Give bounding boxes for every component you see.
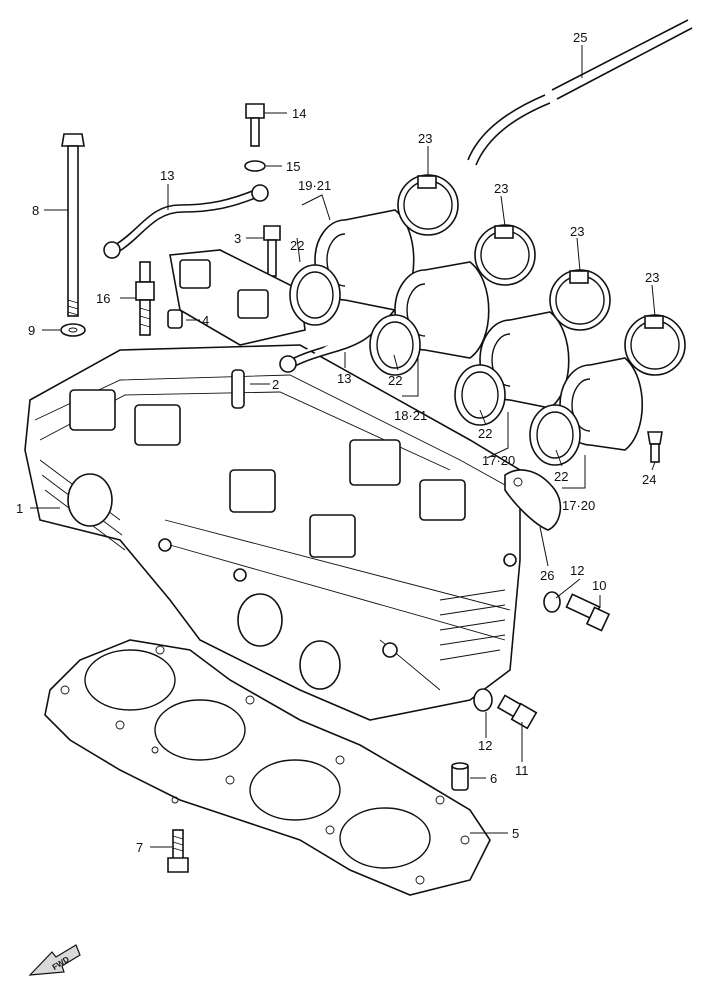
gasket-26 [504, 469, 562, 531]
clamp-23d [624, 314, 686, 376]
callout-19-21: 19·21 [298, 178, 331, 193]
dowel-2 [231, 369, 245, 409]
washer-15 [244, 160, 266, 172]
callout-13a: 13 [160, 168, 174, 183]
callout-12a: 12 [570, 563, 584, 578]
callout-9: 9 [28, 323, 35, 338]
o-ring-22b [369, 314, 421, 376]
cylinder-head [24, 344, 521, 721]
callout-14: 14 [292, 106, 306, 121]
callout-24: 24 [642, 472, 656, 487]
callout-23a: 23 [418, 131, 432, 146]
callout-2: 2 [272, 377, 279, 392]
bolt-10 [565, 593, 611, 632]
callout-4: 4 [202, 313, 209, 328]
clamp-23c [549, 269, 611, 331]
forward-arrow-icon [28, 944, 81, 976]
callout-17-20b: 17·20 [562, 498, 595, 513]
washer-12b [473, 688, 493, 712]
dowel-6 [451, 762, 469, 791]
dowel-4 [167, 309, 183, 329]
callout-12b: 12 [478, 738, 492, 753]
head-gasket [44, 639, 491, 896]
cam-holder [169, 249, 306, 346]
callout-3: 3 [234, 231, 241, 246]
callout-23d: 23 [645, 270, 659, 285]
o-ring-22a [289, 264, 341, 326]
callout-18-21: 18·21 [394, 408, 427, 423]
bolt-11 [496, 694, 538, 730]
callout-labels: 1 2 3 4 5 6 7 8 9 10 11 12 12 13 13 14 1… [16, 30, 659, 855]
forward-direction-badge: FWD [28, 944, 81, 976]
callout-22a: 22 [290, 238, 304, 253]
bolt-7 [167, 829, 189, 873]
head-bolt [61, 133, 85, 317]
o-ring-22c [454, 364, 506, 426]
callout-25: 25 [573, 30, 587, 45]
bolt-14 [245, 103, 265, 147]
callout-23b: 23 [494, 181, 508, 196]
callout-8: 8 [32, 203, 39, 218]
callout-26: 26 [540, 568, 554, 583]
callout-1: 1 [16, 501, 23, 516]
spark-plug [135, 261, 155, 336]
screw-24 [647, 431, 663, 463]
bolt-3 [263, 225, 281, 277]
leader-lines [30, 45, 656, 848]
callout-22b: 22 [388, 373, 402, 388]
callout-5: 5 [512, 826, 519, 841]
callout-7: 7 [136, 840, 143, 855]
callout-23c: 23 [570, 224, 584, 239]
washer [60, 323, 86, 337]
callout-6: 6 [490, 771, 497, 786]
callout-15: 15 [286, 159, 300, 174]
washer-12a [543, 591, 561, 613]
callout-11: 11 [515, 763, 529, 778]
callout-22d: 22 [554, 469, 568, 484]
callout-10: 10 [592, 578, 606, 593]
clamp-23a [397, 174, 459, 236]
clamp-23b [474, 224, 536, 286]
callout-17-20a: 17·20 [482, 453, 515, 468]
callout-16: 16 [96, 291, 110, 306]
callout-22c: 22 [478, 426, 492, 441]
vacuum-hose-25 [467, 19, 693, 166]
callout-13b: 13 [337, 371, 351, 386]
o-ring-22d [529, 404, 581, 466]
oil-pipe-upper [103, 184, 269, 259]
